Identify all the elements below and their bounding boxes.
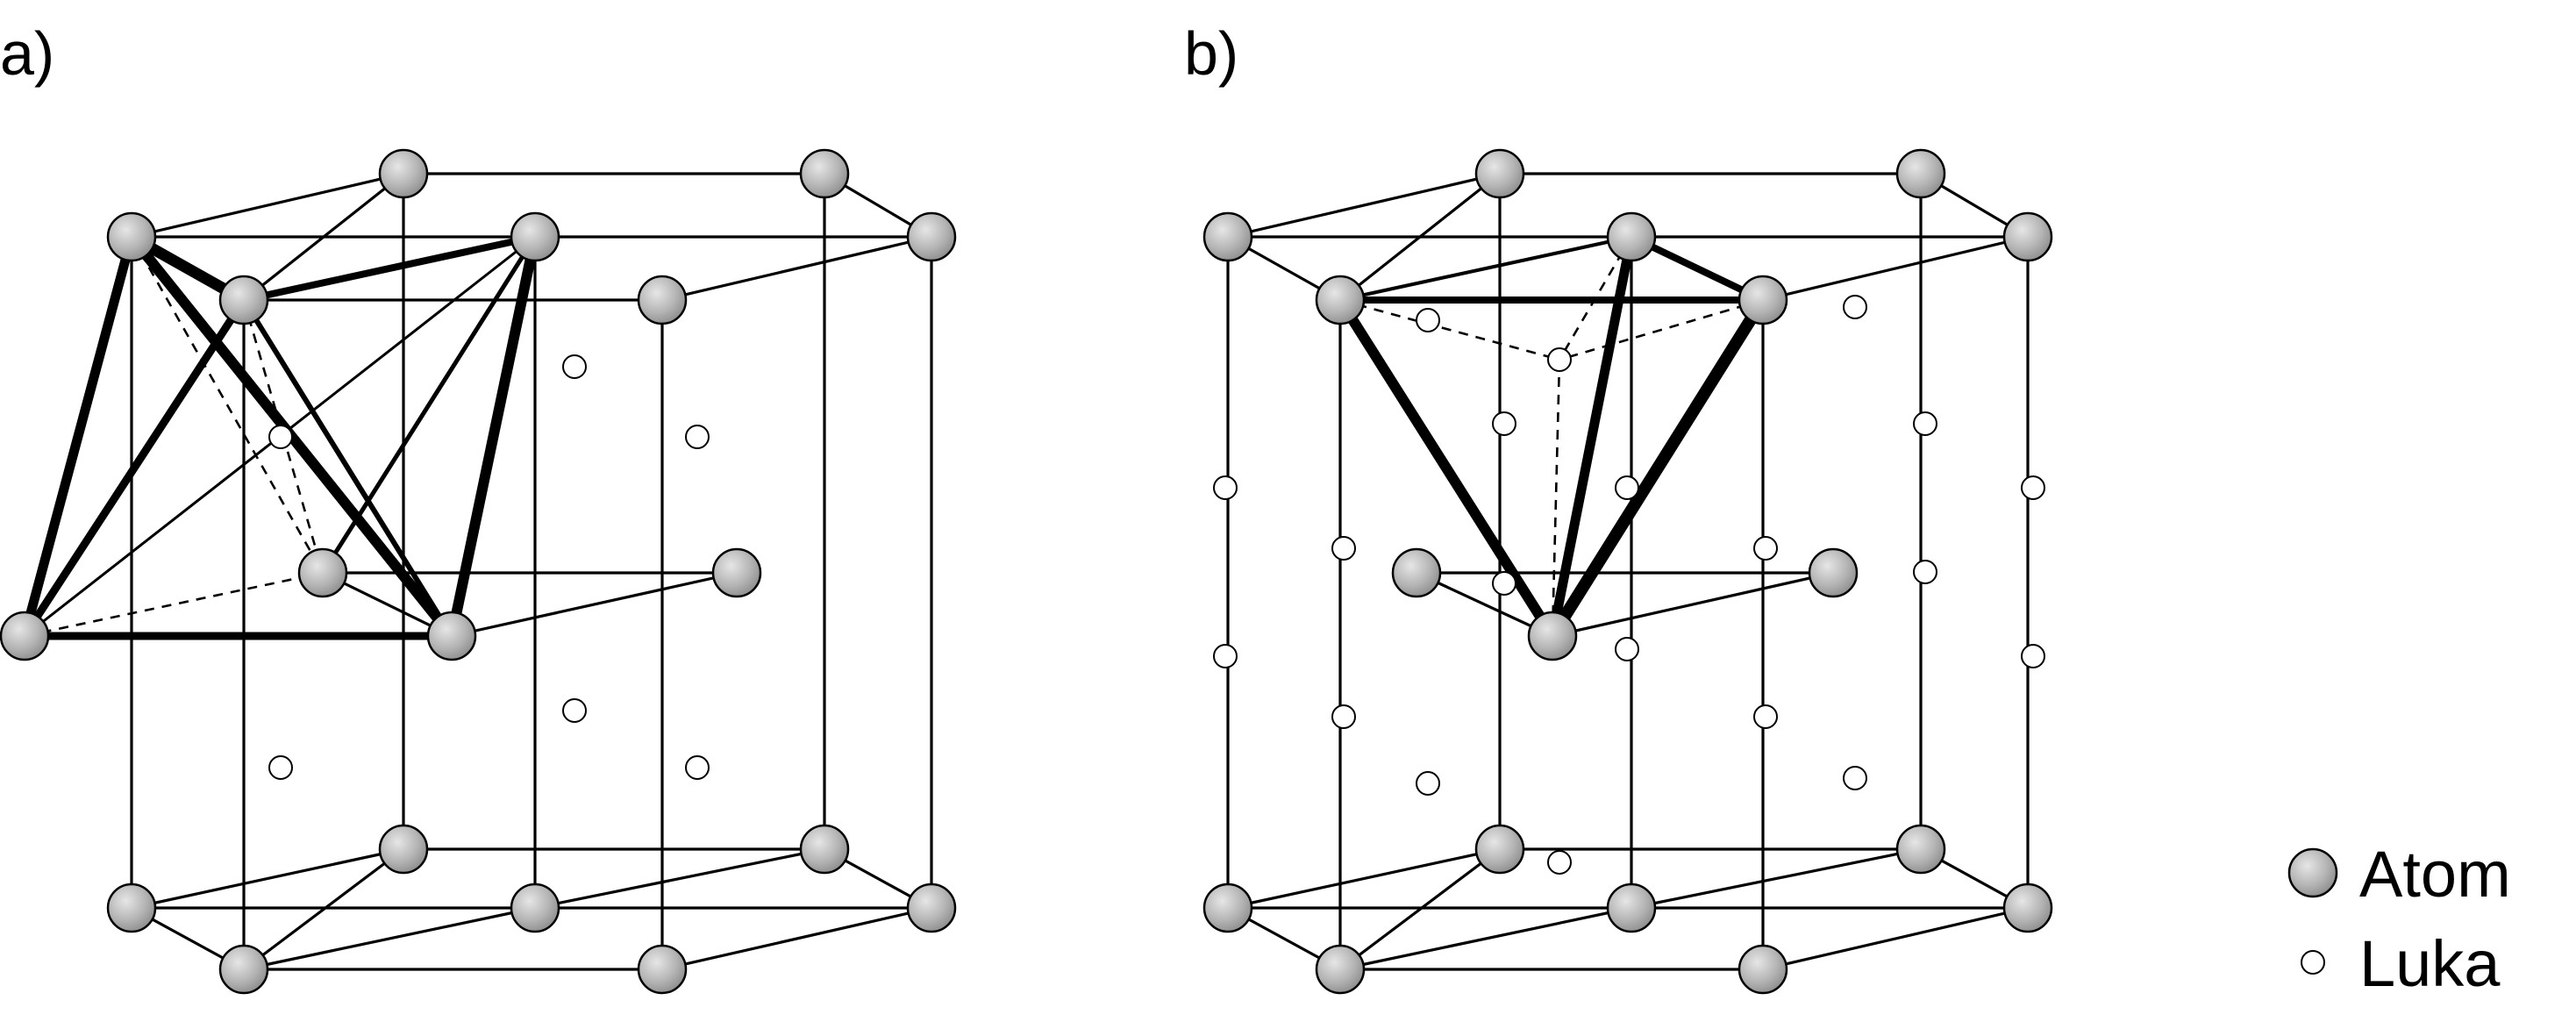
legend: Atom Luka [2287, 838, 2511, 1000]
atom [1606, 883, 1657, 933]
vacancy [1416, 308, 1440, 332]
atom [1606, 211, 1657, 262]
atom [906, 211, 957, 262]
vacancy [1492, 411, 1516, 436]
atom [378, 148, 429, 199]
vacancy [1331, 536, 1356, 561]
atom [1202, 211, 1253, 262]
legend-atom-marker [2287, 847, 2338, 898]
atom [0, 611, 50, 661]
atom [426, 611, 477, 661]
vacancy [1213, 475, 1238, 500]
atom [510, 211, 560, 262]
atom-sites [0, 148, 957, 995]
atom [637, 944, 688, 995]
panel-b-label: b) [1184, 19, 1238, 88]
vacancy [562, 698, 587, 723]
vacancy-sites [268, 354, 710, 780]
vacancy [2021, 644, 2045, 668]
vacancy-sites [1213, 295, 2045, 875]
vacancy [1492, 571, 1516, 596]
vacancy [2021, 475, 2045, 500]
legend-vacancy-marker [2301, 950, 2325, 975]
vacancy [562, 354, 587, 379]
atom [799, 824, 850, 875]
tetrahedral-site-outline [1335, 232, 1769, 642]
atom [1895, 148, 1946, 199]
vacancy [685, 755, 710, 780]
atom [906, 883, 957, 933]
vacancy [1615, 637, 1639, 661]
vacancy [1913, 411, 1937, 436]
atom [1895, 824, 1946, 875]
atom [1391, 547, 1442, 598]
atom-sites [1202, 148, 2053, 995]
atom [218, 275, 269, 325]
atom [378, 824, 429, 875]
vacancy [1331, 704, 1356, 729]
vacancy [1416, 771, 1440, 796]
cell-edges [127, 172, 936, 971]
atom [1527, 611, 1578, 661]
atom [1315, 944, 1366, 995]
vacancy [1843, 295, 1867, 319]
vacancy [685, 425, 710, 449]
atom [1474, 148, 1525, 199]
atom [1315, 275, 1366, 325]
atom [711, 547, 762, 598]
vacancy [268, 755, 293, 780]
vacancy [1753, 536, 1778, 561]
legend-vacancy-label: Luka [2359, 927, 2501, 1000]
panel-a-hcp-cell [0, 148, 957, 995]
vacancy [1753, 704, 1778, 729]
vacancy [268, 425, 293, 449]
atom [2002, 883, 2053, 933]
atom [1738, 944, 1788, 995]
atom [106, 211, 157, 262]
atom [1738, 275, 1788, 325]
vacancy [1547, 850, 1572, 875]
atom [1808, 547, 1859, 598]
atom [106, 883, 157, 933]
atom [637, 275, 688, 325]
atom [297, 547, 348, 598]
vacancy [1615, 475, 1639, 500]
vacancy [1843, 766, 1867, 790]
vacancy [1213, 644, 1238, 668]
vacancy [1913, 560, 1937, 584]
atom [2002, 211, 2053, 262]
panel-b-hcp-cell [1202, 148, 2053, 995]
atom [799, 148, 850, 199]
vacancy [1547, 347, 1572, 372]
atom [1202, 883, 1253, 933]
atom [1474, 824, 1525, 875]
atom [218, 944, 269, 995]
atom [510, 883, 560, 933]
legend-atom-label: Atom [2359, 838, 2511, 911]
panel-a-label: a) [0, 19, 54, 88]
